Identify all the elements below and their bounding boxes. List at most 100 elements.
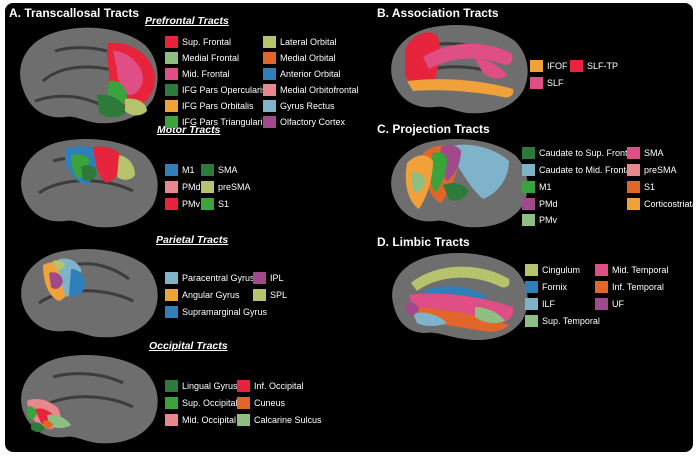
legend-motor-sma: SMA — [201, 163, 238, 176]
legend-swatch — [525, 280, 538, 293]
occipital-brain-illustration — [21, 355, 158, 444]
legend-swatch — [237, 379, 250, 392]
legend-lingual-gyrus: Lingual Gyrus — [165, 379, 238, 392]
legend-label: Cingulum — [542, 264, 581, 275]
legend-swatch — [525, 297, 538, 310]
legend-label: Caudate to Sup. Frontal — [539, 147, 635, 158]
legend-projection-presma: preSMA — [627, 163, 677, 176]
legend-swatch — [165, 271, 178, 284]
legend-swatch — [595, 297, 608, 310]
legend-label: Lingual Gyrus — [182, 380, 238, 391]
legend-swatch — [165, 51, 178, 64]
legend-label: Supramarginal Gyrus — [182, 306, 268, 317]
legend-ifof: IFOF — [530, 59, 568, 72]
legend-swatch — [627, 146, 640, 159]
legend-label: preSMA — [218, 181, 251, 192]
legend-slf-tp: SLF-TP — [570, 59, 618, 72]
legend-swatch — [165, 396, 178, 409]
legend-label: M1 — [539, 181, 552, 192]
legend-label: Cuneus — [254, 397, 286, 408]
legend-motor-m1: M1 — [165, 163, 195, 176]
legend-sup-frontal: Sup. Frontal — [165, 35, 231, 48]
legend-calcarine-sulcus: Calcarine Sulcus — [237, 413, 322, 426]
legend-swatch — [165, 67, 178, 80]
legend-swatch — [165, 99, 178, 112]
legend-olfactory-cortex: Olfactory Cortex — [263, 115, 345, 128]
panel-a-title: A. Transcallosal Tracts — [9, 6, 140, 20]
legend-swatch — [165, 288, 178, 301]
legend-label: IFG Pars Triangularis — [182, 116, 268, 127]
legend-swatch — [522, 163, 535, 176]
legend-label: PMd — [539, 198, 558, 209]
legend-label: IFG Pars Orbitalis — [182, 100, 254, 111]
legend-spl: SPL — [253, 288, 287, 301]
legend-label: SPL — [270, 289, 288, 300]
legend-label: M1 — [182, 164, 195, 175]
legend-swatch — [165, 413, 178, 426]
legend-swatch — [165, 379, 178, 392]
legend-label: Medial Orbitofrontal — [280, 84, 359, 95]
legend-caudate-to-mid-frontal: Caudate to Mid. Frontal — [522, 163, 633, 176]
legend-cingulum: Cingulum — [525, 263, 580, 276]
legend-label: SLF — [547, 77, 564, 88]
legend-ifg-pars-orbitalis: IFG Pars Orbitalis — [165, 99, 254, 112]
legend-projection-sma: SMA — [627, 146, 664, 159]
limbic-brain-illustration — [392, 253, 528, 341]
legend-label: preSMA — [644, 164, 677, 175]
legend-swatch — [530, 59, 543, 72]
legend-fornix: Fornix — [525, 280, 567, 293]
legend-motor-pmv: PMv — [165, 197, 200, 210]
legend-medial-frontal: Medial Frontal — [165, 51, 239, 64]
legend-label: PMv — [182, 198, 200, 209]
legend-motor-pmd: PMd — [165, 180, 201, 193]
legend-label: SMA — [644, 147, 664, 158]
legend-mid-occipital: Mid. Occipital — [165, 413, 236, 426]
legend-label: Paracentral Gyrus — [182, 272, 255, 283]
legend-paracentral-gyrus: Paracentral Gyrus — [165, 271, 255, 284]
legend-label: Mid. Occipital — [182, 414, 237, 425]
legend-swatch — [201, 180, 214, 193]
legend-projection-pmd: PMd — [522, 197, 558, 210]
legend-label: SMA — [218, 164, 238, 175]
legend-swatch — [165, 115, 178, 128]
legend-label: Mid. Temporal — [612, 264, 669, 275]
legend-swatch — [165, 163, 178, 176]
legend-swatch — [525, 314, 538, 327]
legend-label: Corticostriatal — [644, 198, 693, 209]
parietal-section-title: Parietal Tracts — [156, 234, 229, 246]
legend-label: UF — [612, 298, 624, 309]
legend-lateral-orbital: Lateral Orbital — [263, 35, 337, 48]
legend-medial-orbitofrontal: Medial Orbitofrontal — [263, 83, 359, 96]
legend-swatch — [165, 35, 178, 48]
legend-label: PMd — [182, 181, 201, 192]
legend-mid-temporal: Mid. Temporal — [595, 263, 668, 276]
legend-label: Medial Frontal — [182, 52, 240, 63]
legend-swatch — [525, 263, 538, 276]
legend-ifg-pars-opercularis: IFG Pars Opercularis — [165, 83, 267, 96]
legend-caudate-to-sup-frontal: Caudate to Sup. Frontal — [522, 146, 635, 159]
legend-swatch — [263, 115, 276, 128]
legend-swatch — [627, 180, 640, 193]
motor-brain-illustration — [21, 139, 158, 228]
legend-label: Inf. Occipital — [254, 380, 304, 391]
legend-label: Sup. Occipital — [182, 397, 238, 408]
legend-swatch — [627, 197, 640, 210]
legend-label: Gyrus Rectus — [280, 100, 335, 111]
legend-label: Sup. Temporal — [542, 315, 600, 326]
legend-swatch — [522, 180, 535, 193]
legend-projection-pmv: PMv — [522, 213, 557, 226]
legend-swatch — [570, 59, 583, 72]
legend-swatch — [263, 51, 276, 64]
legend-motor-s1: S1 — [201, 197, 229, 210]
figure-frame: A. Transcallosal Tracts B. Association T… — [5, 3, 693, 452]
legend-swatch — [201, 163, 214, 176]
legend-swatch — [263, 83, 276, 96]
legend-corticostriatal: Corticostriatal — [627, 197, 693, 210]
legend-swatch — [522, 146, 535, 159]
legend-inf-occipital: Inf. Occipital — [237, 379, 304, 392]
legend-swatch — [595, 280, 608, 293]
legend-cuneus: Cuneus — [237, 396, 285, 409]
panel-b-title: B. Association Tracts — [377, 6, 499, 20]
legend-swatch — [237, 413, 250, 426]
legend-swatch — [595, 263, 608, 276]
